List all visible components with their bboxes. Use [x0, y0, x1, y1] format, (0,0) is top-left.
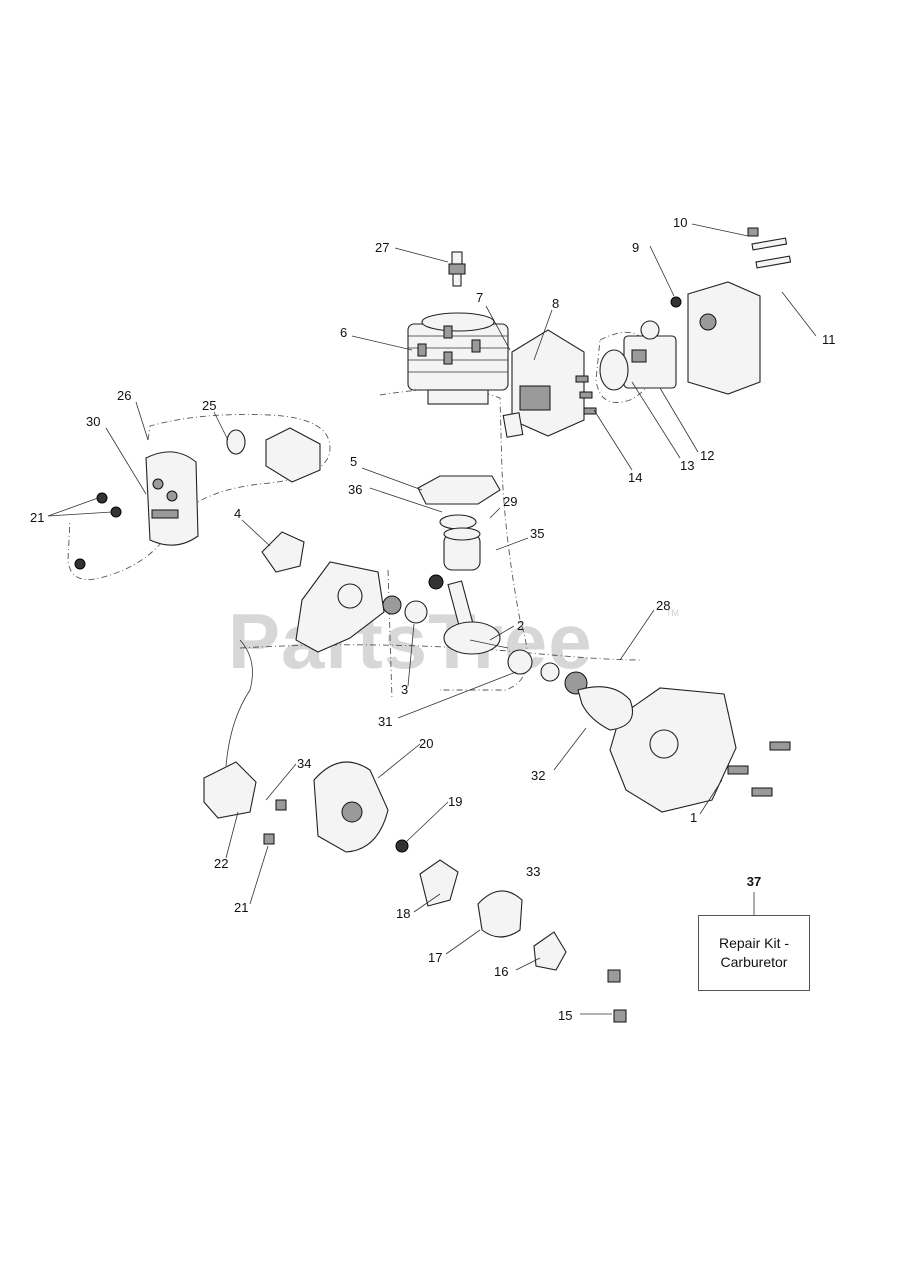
- cylinder-gaskets: [417, 475, 501, 530]
- callout-14: 14: [628, 470, 642, 485]
- air-filter-housing: [670, 227, 792, 395]
- repair-kit-box[interactable]: Repair Kit - Carburetor: [698, 915, 810, 991]
- callout-16: 16: [494, 964, 508, 979]
- crankcase-gasket: [577, 686, 634, 731]
- callout-10: 10: [673, 215, 687, 230]
- callout-4: 4: [234, 506, 241, 521]
- callout-20: 20: [419, 736, 433, 751]
- starter-parts: [419, 859, 627, 1023]
- callout-36: 36: [348, 482, 362, 497]
- callout-21-bottom: 21: [234, 900, 248, 915]
- leader-lines: [47, 223, 817, 1015]
- callout-labels: 27 10 9 7 8 11 6 26 25 30 12 13 14 5 36 …: [30, 215, 836, 1023]
- repair-kit-label: Repair Kit - Carburetor: [719, 934, 789, 972]
- callout-7: 7: [476, 290, 483, 305]
- cylinder-bolts: [417, 325, 481, 365]
- callout-21-left: 21: [30, 510, 44, 525]
- callout-18: 18: [396, 906, 410, 921]
- carburetor: [623, 320, 677, 389]
- left-crankcase: [295, 561, 385, 653]
- flywheel: [313, 761, 389, 853]
- seal-axis-outline: [387, 569, 393, 701]
- callout-11: 11: [822, 332, 836, 347]
- muffler-nuts: [74, 492, 122, 570]
- callout-25: 25: [202, 398, 216, 413]
- callout-26: 26: [117, 388, 131, 403]
- callout-2: 2: [517, 618, 524, 633]
- callout-5: 5: [350, 454, 357, 469]
- right-crankcase: [609, 687, 791, 813]
- gasket-outline: [595, 331, 653, 403]
- parts: [74, 227, 792, 1023]
- spark-plug: [448, 251, 466, 287]
- intake-plate: [502, 329, 585, 438]
- callout-29: 29: [503, 494, 517, 509]
- kit-callout-37: 37: [746, 874, 762, 889]
- callout-19: 19: [448, 794, 462, 809]
- callout-13: 13: [680, 458, 694, 473]
- callout-30: 30: [86, 414, 100, 429]
- callout-28: 28: [656, 598, 670, 613]
- callout-12: 12: [700, 448, 714, 463]
- callout-35: 35: [530, 526, 544, 541]
- callout-8: 8: [552, 296, 559, 311]
- carb-gasket: [599, 349, 629, 391]
- callout-33: 33: [526, 864, 540, 879]
- repair-kit-line-2: Carburetor: [720, 954, 788, 970]
- callout-31: 31: [378, 714, 392, 729]
- callout-17: 17: [428, 950, 442, 965]
- crankshaft: [443, 580, 509, 655]
- callout-15: 15: [558, 1008, 572, 1023]
- callout-34: 34: [297, 756, 311, 771]
- cylinder: [407, 312, 509, 405]
- callout-6: 6: [340, 325, 347, 340]
- muffler: [145, 451, 199, 546]
- piston: [443, 527, 481, 571]
- repair-kit-line-1: Repair Kit -: [718, 935, 790, 951]
- callout-1: 1: [690, 810, 697, 825]
- deflector: [261, 531, 305, 573]
- watermark-tm: TM: [666, 608, 679, 618]
- callout-32: 32: [531, 768, 545, 783]
- carb-screws: [575, 375, 597, 415]
- exhaust-gasket: [226, 427, 321, 483]
- flywheel-hardware: [263, 799, 409, 853]
- callout-3: 3: [401, 682, 408, 697]
- ignition-coil: [203, 639, 257, 819]
- muffler-outline: [67, 414, 331, 580]
- callout-22: 22: [214, 856, 228, 871]
- callout-27: 27: [375, 240, 389, 255]
- callout-9: 9: [632, 240, 639, 255]
- bearings: [382, 574, 588, 695]
